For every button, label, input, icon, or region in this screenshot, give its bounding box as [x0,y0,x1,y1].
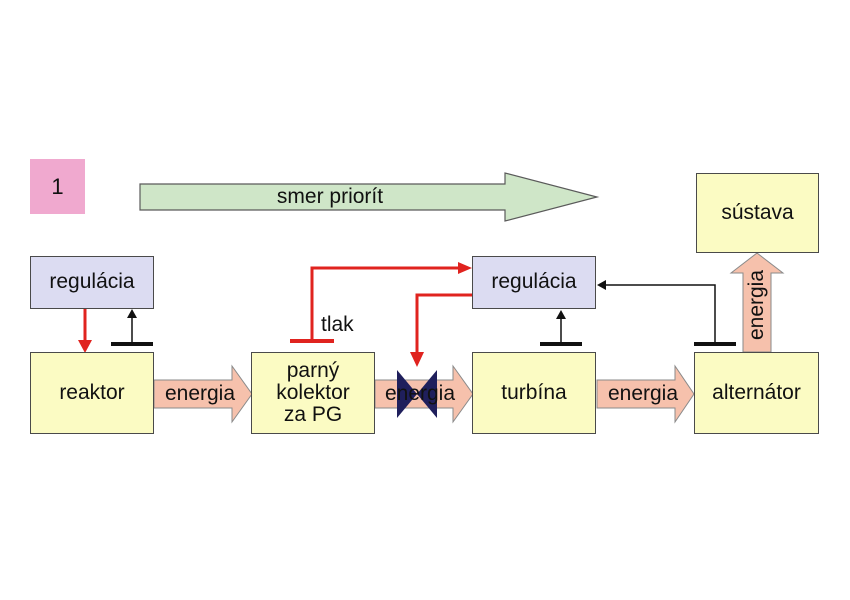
pressure-label: tlak [321,313,354,336]
regulation-box-middle: regulácia [472,256,596,309]
energy-label-3: energia [607,382,679,405]
step-badge: 1 [30,159,85,214]
valve-icon [397,370,417,418]
energy-label-vertical: energia [745,269,768,341]
feedback-arrowhead-reaktor [127,309,137,318]
regulation-box-left: regulácia [30,256,154,309]
valve-icon-right [417,370,437,418]
feedback-line-alternator [606,284,716,344]
turbina-box: turbína [472,352,596,434]
alternator-box: alternátor [694,352,819,434]
energy-arrow-alternator-sustava [729,252,785,353]
kolektor-box: parný kolektor za PG [251,352,375,434]
priority-label: smer priorít [276,185,384,208]
feedback-arrowhead-turbina [556,310,566,319]
kolektor-line-3: za PG [283,403,343,427]
sustava-box: sústava [696,173,819,253]
priority-arrow [139,172,600,222]
reaktor-box: reaktor [30,352,154,434]
feedback-arrowhead-alternator [597,280,606,290]
energy-arrow-turbina-alternator [596,364,695,424]
energy-arrow-reaktor-kolektor [153,364,253,424]
pressure-arrowhead [458,262,472,274]
energy-label-2: energia [384,382,456,405]
control-arrowhead-valve [410,352,424,367]
control-arrowhead-reaktor [78,340,92,353]
control-line-reg-valve [415,293,472,352]
kolektor-line-2: kolektor [276,380,350,404]
kolektor-line-1: parný [286,358,340,382]
energy-label-1: energia [164,382,236,405]
pressure-line [310,266,458,341]
